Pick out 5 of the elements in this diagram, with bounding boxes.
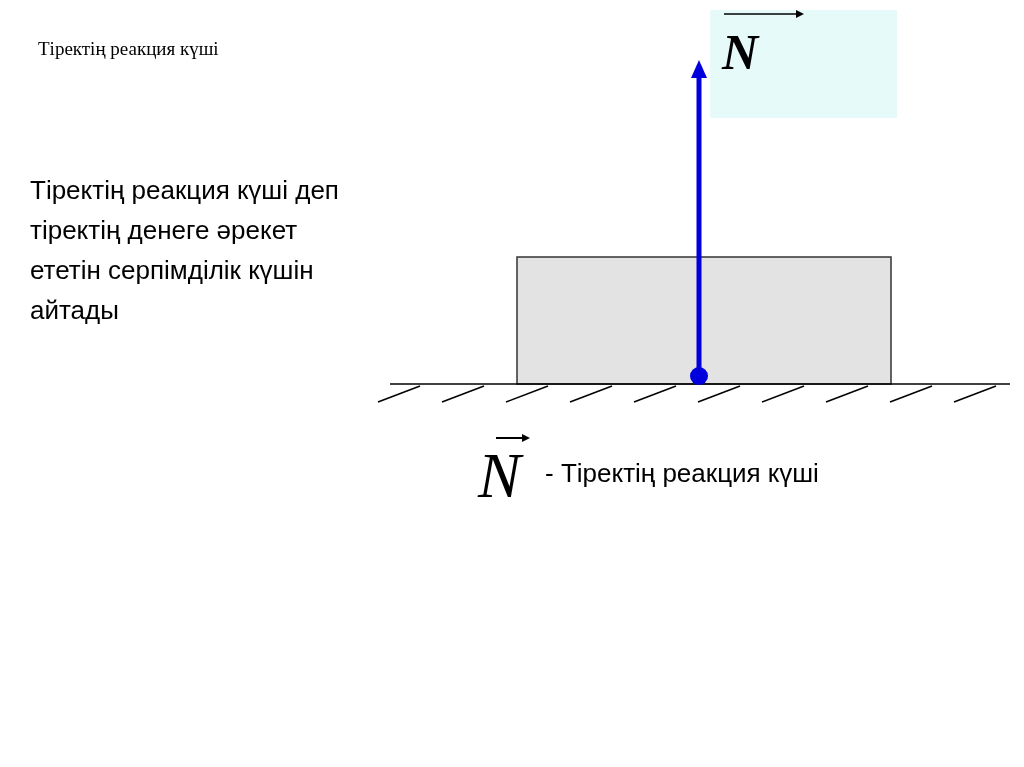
definition-text: Тіректің реакция күші деп тіректің денеге әрекет ететін серпімділік күшін айтады	[30, 174, 340, 327]
title-text: Тіректің реакция күші	[38, 38, 219, 60]
label-box	[710, 10, 897, 118]
symbol-description: - Тіректің реакция күші	[545, 458, 819, 489]
vector-symbol: N	[722, 24, 759, 80]
